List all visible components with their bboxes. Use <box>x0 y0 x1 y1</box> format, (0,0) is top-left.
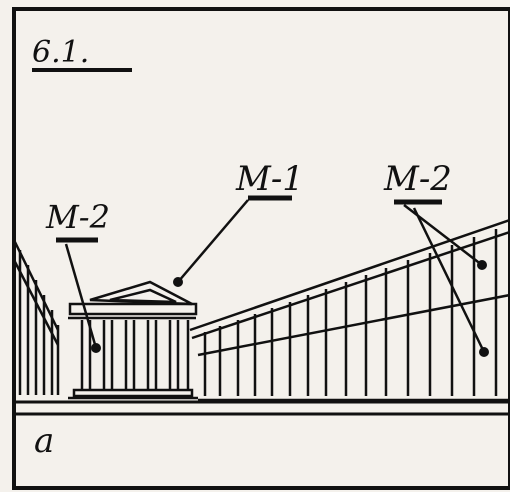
leader-m2-right-lower <box>412 207 486 353</box>
temple <box>68 280 198 400</box>
marker-m2-left <box>91 343 101 353</box>
right-colonnade <box>189 218 510 402</box>
label-m2-left: M-2 <box>45 198 110 236</box>
panel-label: a <box>34 421 54 461</box>
leader-m2-left <box>64 243 98 349</box>
label-m1: M-1 <box>235 159 304 199</box>
label-m2-right: M-2 <box>383 159 452 199</box>
outer-border <box>12 7 510 490</box>
figure-number: 6.1. <box>32 35 89 70</box>
marker-m2-right-lower <box>479 347 489 357</box>
marker-m2-right-upper <box>477 260 487 270</box>
marker-m1 <box>173 277 183 287</box>
left-colonnade <box>12 239 60 395</box>
leader-m1 <box>177 199 249 283</box>
